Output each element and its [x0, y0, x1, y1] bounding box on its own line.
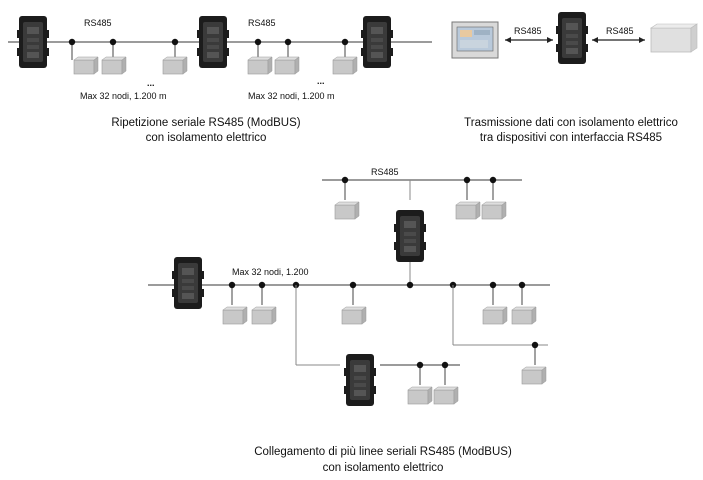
node-box-icon	[332, 56, 358, 75]
node-box-icon	[511, 306, 537, 325]
isolator-device-icon	[344, 354, 376, 406]
ellipsis: ...	[317, 76, 325, 86]
repeater-diagram: RS485 RS485 ... ... Max 32 nodi, 1.200 m…	[8, 16, 432, 144]
bus-label: RS485	[371, 167, 399, 177]
caption-line: con isolamento elettrico	[146, 132, 267, 144]
node-box-icon	[455, 201, 481, 220]
isolator-device-icon	[556, 12, 588, 64]
bus-label: RS485	[248, 18, 276, 28]
node-box-icon	[162, 56, 188, 75]
isolation-diagram: RS485 RS485 Trasmissione dati con isolam…	[451, 12, 698, 144]
caption-line: tra dispositivi con interfaccia RS485	[480, 132, 662, 144]
device-box-icon	[650, 23, 698, 53]
isolator-device-icon	[172, 257, 204, 309]
node-group	[247, 38, 358, 75]
node-box-icon	[341, 306, 367, 325]
caption-line: Trasmissione dati con isolamento elettri…	[464, 117, 678, 129]
node-box-icon	[73, 56, 99, 75]
isolator-device-icon	[394, 210, 426, 262]
node-box-icon	[481, 201, 507, 220]
node-box-icon	[222, 306, 248, 325]
link-label: RS485	[606, 26, 634, 36]
bus-label: RS485	[84, 18, 112, 28]
monitor-icon	[451, 21, 499, 59]
node-box-icon	[101, 56, 127, 75]
node-box-icon	[251, 306, 277, 325]
link-label: RS485	[514, 26, 542, 36]
node-box-icon	[274, 56, 300, 75]
node-group	[68, 38, 188, 75]
segment-note: Max 32 nodi, 1.200 m	[80, 91, 167, 101]
isolator-device-icon	[197, 16, 229, 68]
multi-line-diagram: RS485 Max 32 nodi, 1.200 Collegam	[148, 167, 550, 474]
caption-line: Ripetizione seriale RS485 (ModBUS)	[111, 117, 300, 129]
segment-note: Max 32 nodi, 1.200	[232, 267, 309, 277]
node-box-icon	[521, 366, 547, 385]
isolator-device-icon	[361, 16, 393, 68]
caption-line: con isolamento elettrico	[323, 462, 444, 474]
segment-note: Max 32 nodi, 1.200 m	[248, 91, 335, 101]
caption-line: Collegamento di più linee seriali RS485 …	[254, 446, 512, 458]
node-box-icon	[334, 201, 360, 220]
node-box-icon	[482, 306, 508, 325]
node-box-icon	[433, 386, 459, 405]
ellipsis: ...	[147, 78, 155, 88]
node-box-icon	[247, 56, 273, 75]
node-box-icon	[407, 386, 433, 405]
isolator-device-icon	[17, 16, 49, 68]
